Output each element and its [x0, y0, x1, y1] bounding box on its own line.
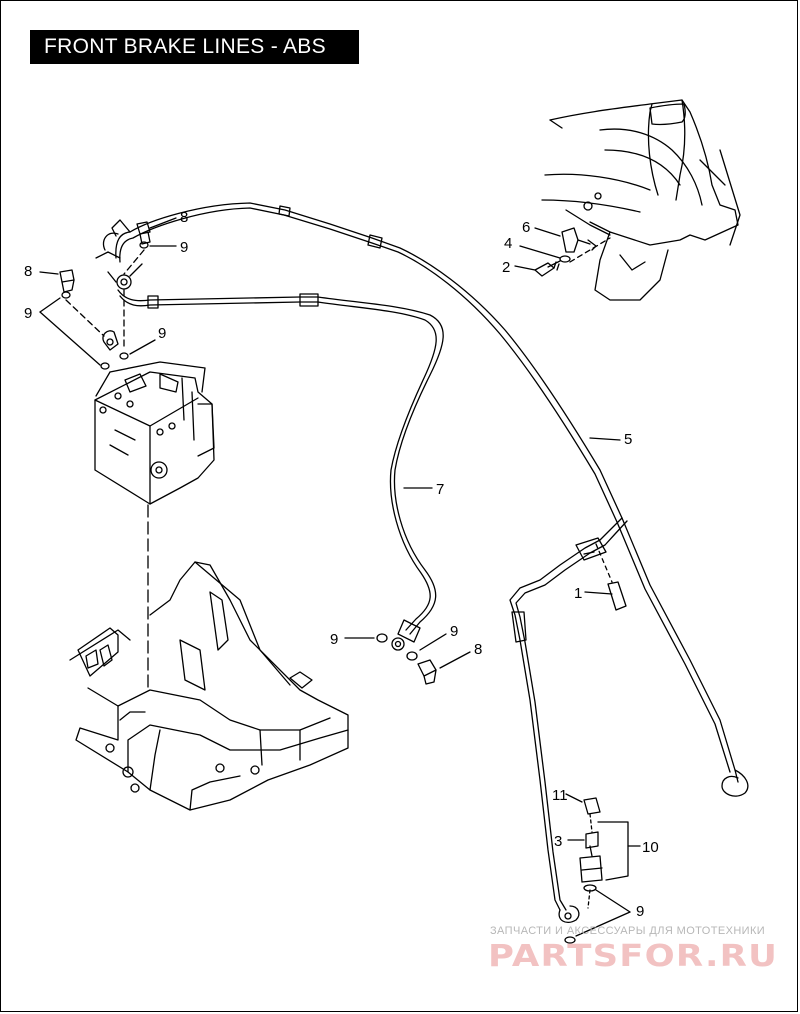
callout-8-top: 8: [180, 209, 188, 226]
bleeder-fittings-group: [579, 797, 603, 909]
callout-2: 2: [502, 259, 510, 276]
callout-leaders: [39, 217, 641, 937]
brake-line-5: [95, 202, 749, 797]
callout-1: 1: [574, 585, 582, 602]
abs-module-drawing: [94, 361, 215, 505]
callout-9-left: 9: [24, 305, 32, 322]
callout-7: 7: [436, 481, 444, 498]
leader-dash-top: [123, 249, 145, 275]
callout-8-low: 8: [474, 641, 482, 658]
callout-9-low-left: 9: [330, 631, 338, 648]
bolt-8-top: [136, 221, 151, 245]
callout-labels: 8 9 8 9 9 6 4 2 5 7 1 9 9 8 11 3 10 9: [24, 209, 659, 920]
callout-8-left: 8: [24, 263, 32, 280]
callout-5: 5: [624, 431, 632, 448]
watermark-logo: PARTSFOR.RU: [488, 939, 778, 974]
callout-9-bottom: 9: [636, 903, 644, 920]
abs-mounting-tray-drawing: [69, 561, 349, 811]
callout-4: 4: [504, 235, 512, 252]
callout-3: 3: [554, 833, 562, 850]
callout-11: 11: [552, 787, 568, 804]
watermark-caption: ЗАПЧАСТИ И АКСЕССУАРЫ ДЛЯ МОТОТЕХНИКИ: [490, 925, 765, 937]
brake-line-lower-right: [509, 517, 628, 944]
leader-dash-left: [65, 299, 105, 337]
bolt-8-left: [59, 269, 75, 293]
banjo-fittings-top: [61, 241, 149, 370]
callout-6: 6: [522, 219, 530, 236]
callout-10: 10: [642, 839, 659, 856]
callout-9-mid: 9: [158, 325, 166, 342]
callout-9-top: 9: [180, 239, 188, 256]
lower-middle-hardware: [376, 633, 437, 685]
fork-assembly-drawing: [541, 99, 741, 301]
watermark: ЗАПЧАСТИ И АКСЕССУАРЫ ДЛЯ МОТОТЕХНИКИ PA…: [488, 925, 778, 974]
callout-9-low-right: 9: [450, 623, 458, 640]
brake-line-7: [117, 289, 444, 651]
diagram-title: FRONT BRAKE LINES - ABS: [30, 30, 359, 64]
clip-washer-screw-group: [534, 227, 611, 277]
